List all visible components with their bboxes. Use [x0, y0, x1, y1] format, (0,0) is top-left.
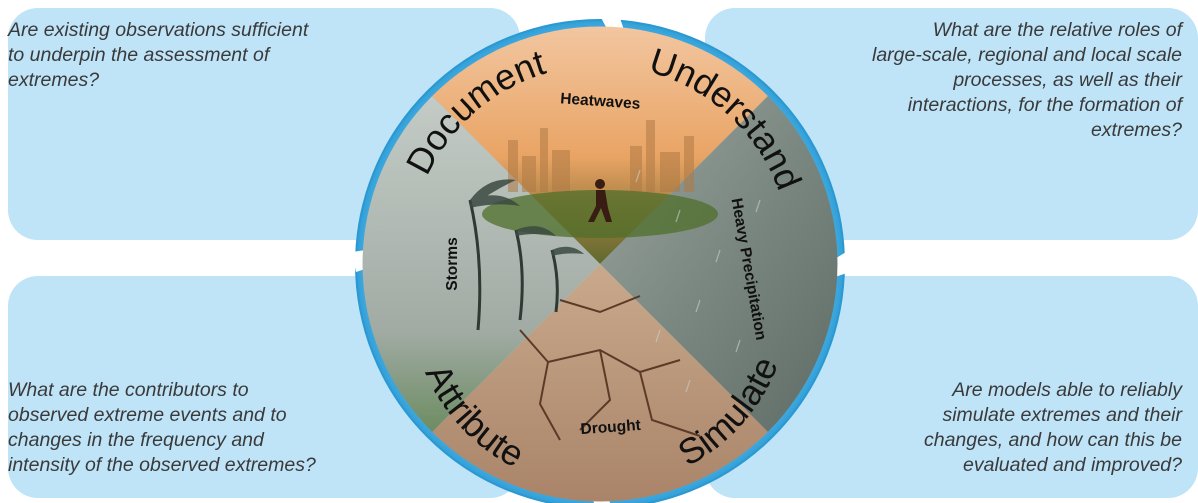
- understand-question-line: processes, as well as their: [953, 69, 1182, 91]
- rain-streaks: [635, 169, 761, 393]
- simulate-question-line: Are models able to reliably: [952, 379, 1182, 401]
- simulate-question: Are models able to reliably simulate ext…: [924, 378, 1182, 478]
- drought-photo: [432, 264, 768, 502]
- understand-question-line: What are the relative roles of: [932, 19, 1182, 41]
- document-question: Are existing observations sufficient to …: [8, 18, 308, 93]
- storms-label: Storms: [444, 237, 461, 290]
- document-question-line: extremes?: [8, 69, 100, 91]
- attribute-question-line: changes in the frequency and: [8, 429, 264, 451]
- drought-label: Drought: [580, 417, 641, 438]
- attribute-question-line: What are the contributors to: [8, 379, 249, 401]
- drought-cracks: [519, 295, 701, 441]
- heavy-precipitation-photo: [600, 96, 838, 432]
- understand-question-line: interactions, for the formation of: [907, 94, 1182, 116]
- simulate-question-line: simulate extremes and their: [942, 404, 1182, 426]
- attribute-question: What are the contributors to observed ex…: [8, 378, 316, 478]
- runner-silhouette: [588, 179, 612, 222]
- simulate-question-line: evaluated and improved?: [963, 454, 1182, 476]
- understand-question-line: large-scale, regional and local scale: [871, 44, 1182, 66]
- understand-question-line: extremes?: [1090, 119, 1182, 141]
- attribute-question-line: intensity of the observed extremes?: [8, 454, 316, 476]
- understand-question: What are the relative roles of large-sca…: [872, 18, 1182, 143]
- simulate-question-line: changes, and how can this be: [923, 429, 1182, 451]
- attribute-question-line: observed extreme events and to: [8, 404, 287, 426]
- heatwaves-label: Heatwaves: [560, 90, 641, 113]
- document-question-line: to underpin the assessment of: [8, 44, 270, 66]
- storms-photo: [362, 96, 600, 432]
- heatwaves-skyline: [508, 120, 694, 192]
- heatwaves-grass: [482, 190, 718, 238]
- document-question-line: Are existing observations sufficient: [8, 19, 309, 41]
- heatwaves-photo: [432, 26, 768, 264]
- hazard-photo-disc: [362, 26, 838, 502]
